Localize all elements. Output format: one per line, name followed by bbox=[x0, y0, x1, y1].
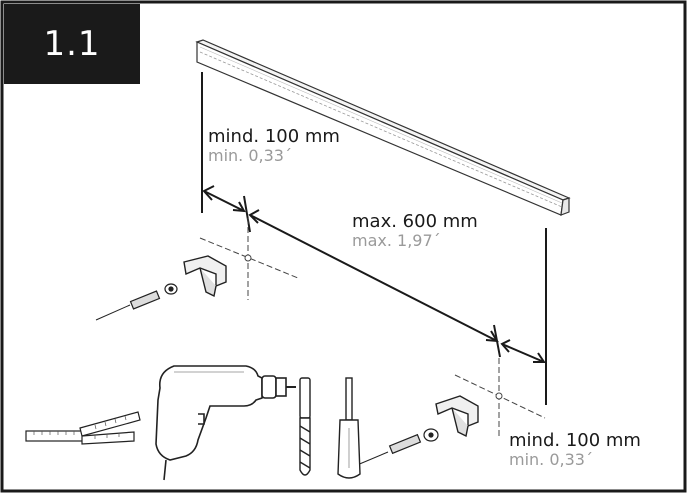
folding-ruler-icon bbox=[25, 411, 141, 445]
left-screw-and-dowel bbox=[95, 283, 178, 321]
screwdriver-icon bbox=[337, 377, 361, 479]
left-mount-point bbox=[199, 218, 299, 300]
right-min-arrow bbox=[500, 339, 546, 363]
step-number-badge: 1.1 bbox=[4, 4, 140, 84]
right-spacing-imperial: min. 0,33´ bbox=[509, 449, 593, 469]
right-spacing-label: mind. 100 mm min. 0,33´ bbox=[509, 431, 641, 468]
max-spacing-label: max. 600 mm max. 1,97´ bbox=[352, 212, 478, 249]
step-number: 1.1 bbox=[43, 24, 101, 64]
right-spacing-metric: mind. 100 mm bbox=[509, 430, 641, 451]
left-spacing-label: mind. 100 mm min. 0,33´ bbox=[208, 127, 340, 164]
power-drill-icon bbox=[155, 365, 296, 481]
left-spacing-metric: mind. 100 mm bbox=[208, 126, 340, 147]
led-profile-bar bbox=[195, 39, 571, 216]
max-spacing-imperial: max. 1,97´ bbox=[352, 230, 441, 250]
max-spacing-metric: max. 600 mm bbox=[352, 211, 478, 232]
max-span-arrow bbox=[243, 195, 501, 358]
drill-bit-icon bbox=[299, 377, 311, 476]
right-mounting-clip bbox=[435, 395, 479, 438]
left-mounting-clip bbox=[183, 255, 227, 298]
right-mount-point bbox=[454, 358, 546, 438]
left-min-arrow bbox=[202, 185, 246, 213]
right-screw-and-dowel bbox=[349, 428, 439, 469]
left-spacing-imperial: min. 0,33´ bbox=[208, 145, 292, 165]
